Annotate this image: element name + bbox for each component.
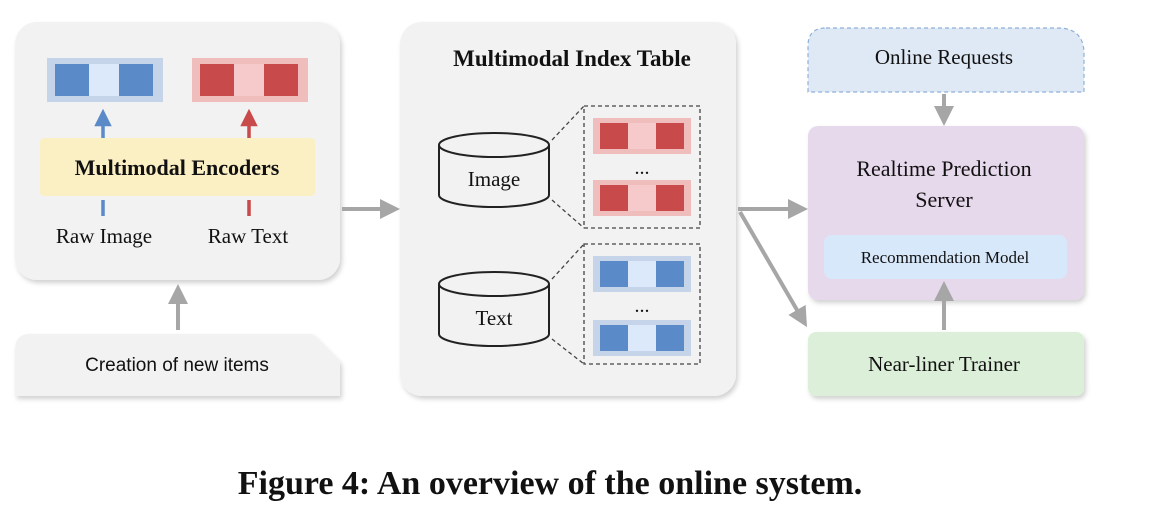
raw-image-label: Raw Image	[56, 224, 152, 248]
encoder-title: Multimodal Encoders	[75, 155, 280, 180]
online-requests-label: Online Requests	[875, 45, 1013, 69]
text-embedding-vector	[192, 58, 308, 102]
online-requests-box: Online Requests	[807, 27, 1085, 93]
trainer-label: Near-liner Trainer	[868, 352, 1020, 376]
index-table-title: Multimodal Index Table	[453, 46, 691, 71]
image-embedding-vector	[47, 58, 163, 102]
text-index-vector	[593, 320, 691, 356]
index-to-trainer-arrow	[738, 210, 808, 328]
image-index-group: ...	[583, 105, 701, 229]
text-store-label: Text	[475, 306, 512, 330]
figure-caption: Figure 4: An overview of the online syst…	[238, 465, 863, 502]
trainer-box: Near-liner Trainer	[808, 332, 1084, 396]
encoder-box	[40, 138, 315, 196]
prediction-server-box: Realtime Prediction Server Recommendatio…	[808, 126, 1084, 300]
server-title-line2: Server	[915, 187, 973, 212]
creation-box: Creation of new items	[15, 334, 340, 396]
text-index-ellipsis: ...	[635, 295, 650, 317]
image-store-cylinder: Image	[438, 132, 550, 208]
recommendation-model-box	[824, 235, 1067, 279]
text-index-vector	[593, 256, 691, 292]
encoder-panel: Multimodal Encoders Raw Image Raw Text	[15, 22, 340, 280]
image-index-ellipsis: ...	[635, 157, 650, 179]
image-index-vector	[593, 118, 691, 154]
index-table-panel: Multimodal Index Table Image Text	[400, 22, 736, 396]
raw-text-label: Raw Text	[208, 224, 289, 248]
image-index-vector	[593, 180, 691, 216]
server-title-line1: Realtime Prediction	[856, 156, 1031, 181]
creation-label: Creation of new items	[85, 355, 269, 376]
image-store-label: Image	[468, 167, 520, 191]
text-store-cylinder: Text	[438, 271, 550, 347]
recommendation-model-label: Recommendation Model	[861, 248, 1030, 267]
text-index-group: ...	[583, 243, 701, 365]
